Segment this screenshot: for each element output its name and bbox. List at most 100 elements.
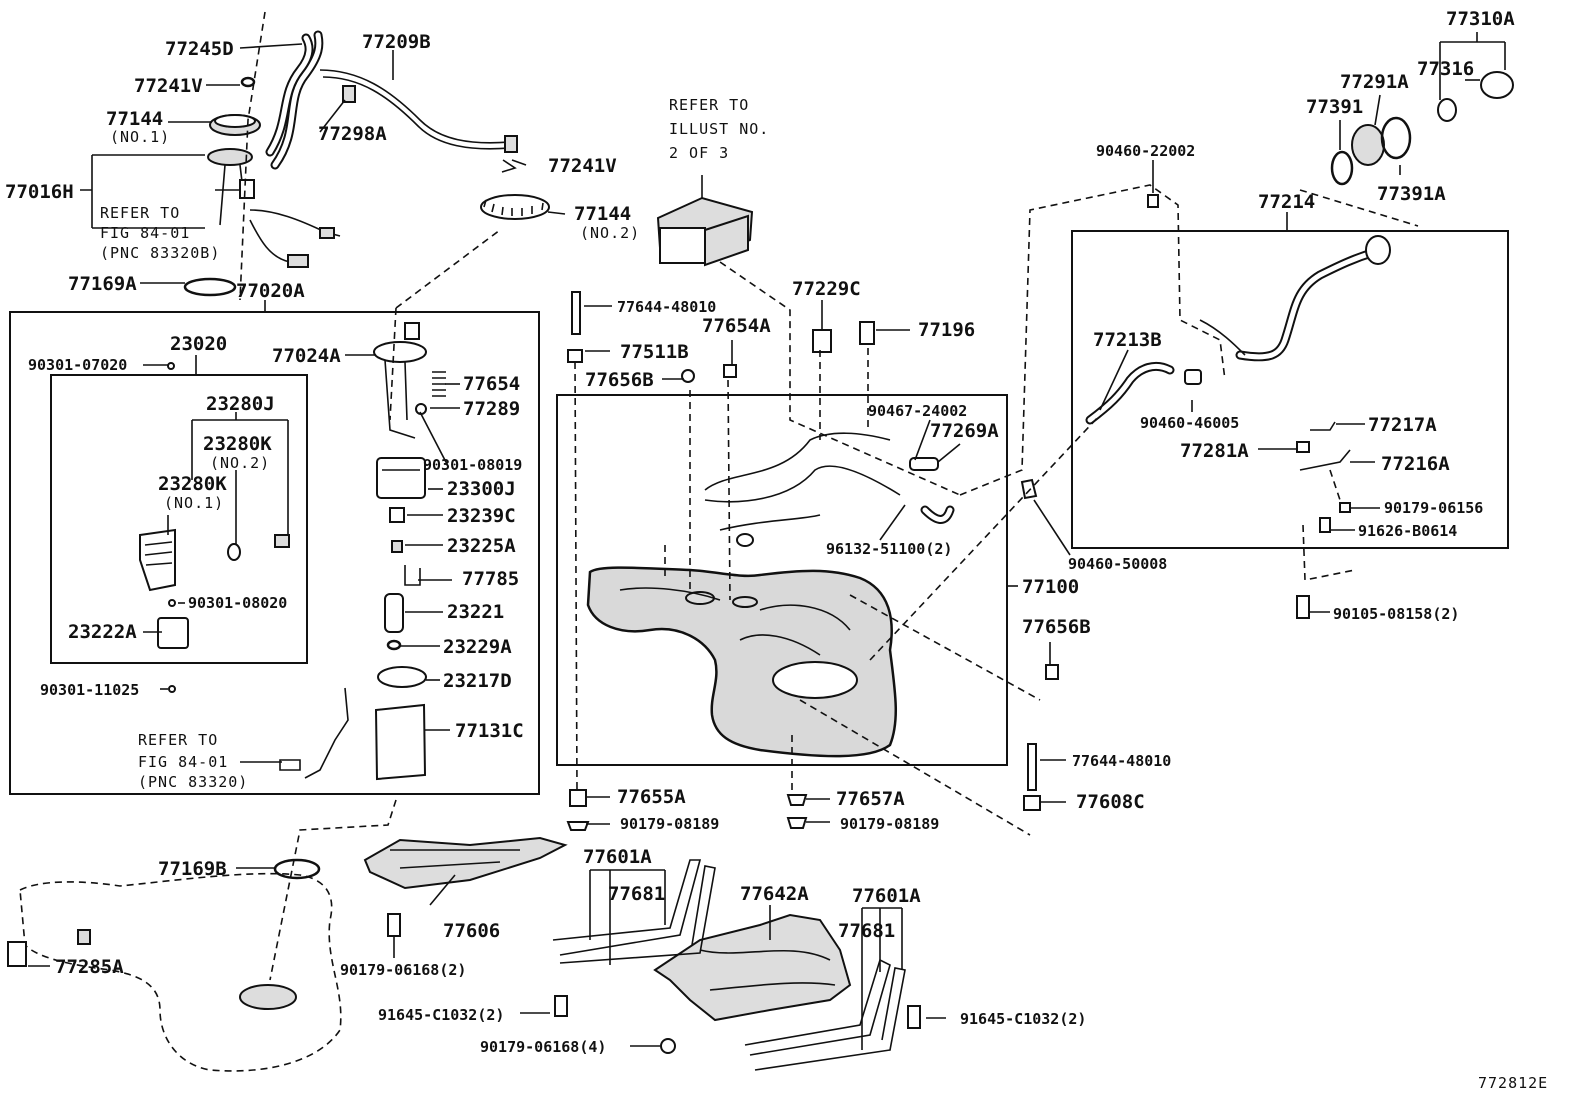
callout-77657A: 77657A xyxy=(836,788,905,810)
callout-77024A: 77024A xyxy=(272,345,341,367)
callout-77655A: 77655A xyxy=(617,786,686,808)
callout-77681: 77681 xyxy=(608,883,665,905)
refer-note-a-line2: FIG 84-01 xyxy=(100,224,190,242)
callout-77169B: 77169B xyxy=(158,858,227,880)
callout-77245D: 77245D xyxy=(165,38,234,60)
callout-77144: 77144 xyxy=(574,203,631,225)
fuel-tank xyxy=(586,432,955,758)
callout-77241V: 77241V xyxy=(548,155,617,177)
callout-77391A: 77391A xyxy=(1377,183,1446,205)
fuel-pump-column xyxy=(279,322,446,781)
callout-23221: 23221 xyxy=(447,601,504,623)
secondary-tank-outline xyxy=(7,872,342,1072)
callout-77196: 77196 xyxy=(918,319,975,341)
callout-77644-48010: 77644-48010 xyxy=(617,298,716,316)
callout-77144: 77144 xyxy=(106,108,163,130)
callout-77269A: 77269A xyxy=(930,420,999,442)
callout-77654A: 77654A xyxy=(702,315,771,337)
callout-77281A: 77281A xyxy=(1180,440,1249,462)
callout-77217A: 77217A xyxy=(1368,414,1437,436)
fuel-filter-parts xyxy=(139,362,290,693)
refer-note-a-line3: (PNC 83320B) xyxy=(100,244,220,262)
callout-23280K-sub: (NO.2) xyxy=(210,454,270,472)
callout-90460-22002: 90460-22002 xyxy=(1096,142,1195,160)
callout-23239C: 23239C xyxy=(447,505,516,527)
diagram-id: 772812E xyxy=(1478,1074,1548,1092)
refer-note-top-line2: ILLUST NO. xyxy=(669,120,769,138)
callout-77285A: 77285A xyxy=(55,956,124,978)
callout-90179-08189: 90179-08189 xyxy=(840,815,939,833)
refer-note-b-line3: (PNC 83320) xyxy=(138,773,248,791)
callout-77298A: 77298A xyxy=(318,123,387,145)
refer-note-b-line2: FIG 84-01 xyxy=(138,753,228,771)
callout-77209B: 77209B xyxy=(362,31,431,53)
callout-77654: 77654 xyxy=(463,373,520,395)
callout-77316: 77316 xyxy=(1417,58,1474,80)
reference-dash-lines xyxy=(239,11,1419,981)
callout-77681: 77681 xyxy=(838,920,895,942)
filler-pipe-assembly-box xyxy=(1071,230,1509,549)
tank-bands xyxy=(552,859,906,1071)
callout-77020A: 77020A xyxy=(236,280,305,302)
callout-23020: 23020 xyxy=(170,333,227,355)
callout-77291A: 77291A xyxy=(1340,71,1409,93)
callout-77608C: 77608C xyxy=(1076,791,1145,813)
callout-23222A: 23222A xyxy=(68,621,137,643)
callout-77144-sub: (NO.2) xyxy=(580,224,640,242)
callout-77289: 77289 xyxy=(463,398,520,420)
callout-23280J: 23280J xyxy=(206,393,275,415)
callout-23300J: 23300J xyxy=(447,478,516,500)
callout-90179-06156: 90179-06156 xyxy=(1384,499,1483,517)
callout-77131C: 77131C xyxy=(455,720,524,742)
leader-lines xyxy=(28,32,1506,1050)
part-callouts: 77245D 77209B 77241V 77144 (NO.1) 77298A… xyxy=(5,8,1548,1092)
fuel-tank-assembly-box xyxy=(556,394,1008,766)
callout-96132-51100-2: 96132-51100(2) xyxy=(826,540,952,558)
charcoal-canister xyxy=(656,175,754,267)
callout-77656B: 77656B xyxy=(1022,616,1091,638)
callout-23280K: 23280K xyxy=(203,433,272,455)
callout-77656B: 77656B xyxy=(585,369,654,391)
callout-90301-08020: 90301-08020 xyxy=(188,594,287,612)
refer-note-top-line3: 2 OF 3 xyxy=(669,144,729,162)
callout-23280K: 23280K xyxy=(158,473,227,495)
callout-77511B: 77511B xyxy=(620,341,689,363)
callout-90105-08158-2: 90105-08158(2) xyxy=(1333,605,1459,623)
filler-neck xyxy=(1020,71,1514,533)
callout-90301-11025: 90301-11025 xyxy=(40,681,139,699)
tank-protectors xyxy=(363,836,852,1022)
callout-91626-B0614: 91626-B0614 xyxy=(1358,522,1457,540)
callout-90301-07020: 90301-07020 xyxy=(28,356,127,374)
callout-90301-08019: 90301-08019 xyxy=(423,456,522,474)
callout-77169A: 77169A xyxy=(68,273,137,295)
callout-90467-24002: 90467-24002 xyxy=(868,402,967,420)
fuel-pump-assembly-box xyxy=(9,311,540,795)
callout-77785: 77785 xyxy=(462,568,519,590)
callout-77229C: 77229C xyxy=(792,278,861,300)
callout-77601A: 77601A xyxy=(583,846,652,868)
callout-77216A: 77216A xyxy=(1381,453,1450,475)
callout-77100: 77100 xyxy=(1022,576,1079,598)
fuel-sender-group xyxy=(207,76,341,268)
callout-91645-C1032-2: 91645-C1032(2) xyxy=(960,1010,1086,1028)
hardware-parts xyxy=(273,291,1310,1054)
callout-90460-46005: 90460-46005 xyxy=(1140,414,1239,432)
callout-90460-50008: 90460-50008 xyxy=(1068,555,1167,573)
fuel-filter-subassembly-box xyxy=(50,374,308,664)
callout-77016H: 77016H xyxy=(5,181,74,203)
callout-90179-06168-2: 90179-06168(2) xyxy=(340,961,466,979)
callout-77644-48010: 77644-48010 xyxy=(1072,752,1171,770)
refer-note-top-line1: REFER TO xyxy=(669,96,749,114)
callout-91645-C1032-2: 91645-C1032(2) xyxy=(378,1006,504,1024)
callout-77601A: 77601A xyxy=(852,885,921,907)
callout-90179-06168-4: 90179-06168(4) xyxy=(480,1038,606,1056)
callout-23225A: 23225A xyxy=(447,535,516,557)
callout-77214: 77214 xyxy=(1258,191,1315,213)
callout-77213B: 77213B xyxy=(1093,329,1162,351)
callout-77144-sub: (NO.1) xyxy=(110,128,170,146)
refer-note-a-line1: REFER TO xyxy=(100,204,180,222)
callout-23280K-sub: (NO.1) xyxy=(164,494,224,512)
callout-77391: 77391 xyxy=(1306,96,1363,118)
refer-note-b-line1: REFER TO xyxy=(138,731,218,749)
fuel-lines-group xyxy=(183,30,550,297)
